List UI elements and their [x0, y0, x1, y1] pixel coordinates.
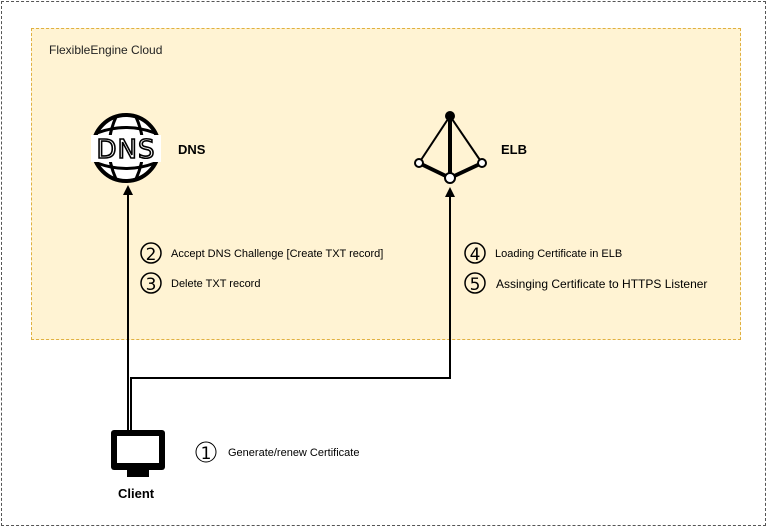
client-label: Client — [118, 486, 155, 501]
step-3-text: Delete TXT record — [171, 278, 261, 290]
step-5-text: Assinging Certificate to HTTPS Listener — [496, 277, 708, 291]
dns-icon-text: DNS — [97, 135, 156, 165]
step-4-number: 4 — [470, 245, 481, 265]
step-2-text: Accept DNS Challenge [Create TXT record] — [171, 248, 384, 260]
load-balancer-icon — [414, 111, 487, 184]
step-2-number: 2 — [146, 245, 157, 265]
step-4-text: Loading Certificate in ELB — [495, 248, 623, 260]
step-1-text: Generate/renew Certificate — [228, 447, 360, 459]
step-1-marker: 1 — [195, 441, 217, 464]
step-2-marker: 2 — [140, 242, 162, 265]
step-5-marker: 5 — [464, 272, 486, 295]
connector-client-to-elb — [130, 187, 455, 430]
step-3-number: 3 — [146, 275, 157, 295]
step-4-marker: 4 — [464, 242, 486, 265]
dns-label: DNS — [178, 142, 206, 157]
cloud-region-label: FlexibleEngine Cloud — [49, 43, 163, 57]
dns-globe-icon: DNS — [91, 113, 161, 183]
cloud-region — [31, 28, 741, 340]
step-3-marker: 3 — [140, 272, 162, 295]
step-1-number: 1 — [201, 444, 212, 464]
monitor-icon — [111, 430, 165, 477]
step-5-number: 5 — [470, 275, 481, 295]
elb-label: ELB — [501, 142, 527, 157]
